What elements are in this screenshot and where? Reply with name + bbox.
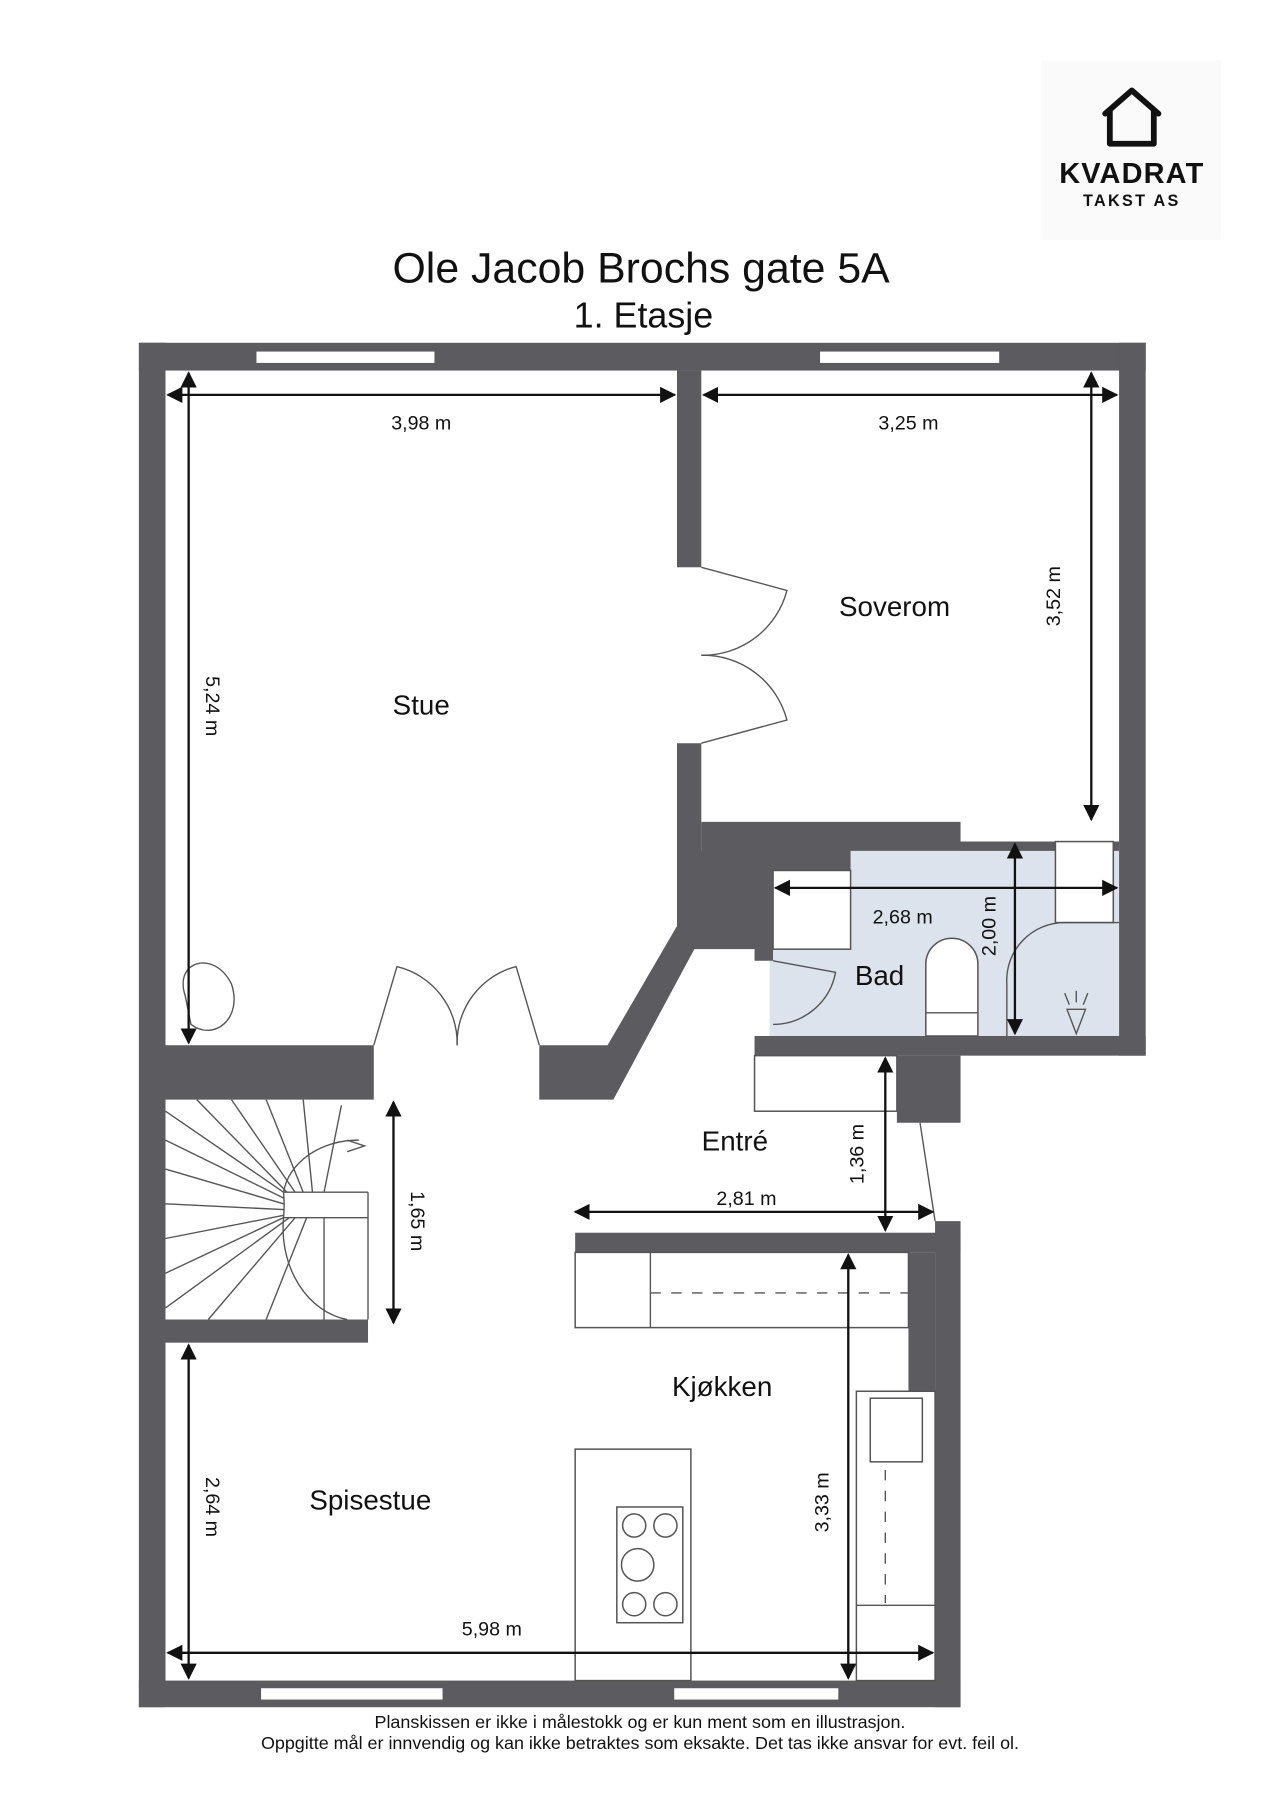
house-outline-icon [1102,87,1162,147]
shower-head-icon [1064,990,1089,1036]
dim-bad-depth: 2,00 m [978,896,1000,956]
dim-stue-width: 3,98 m [391,413,451,435]
kitchen-sink [869,1397,924,1463]
room-labels: Stue Soverom Bad Entré Kjøkken Spisestue [309,591,950,1515]
logo-name: KVADRAT [1059,158,1204,190]
logo-tagline: TAKST AS [1083,192,1181,210]
walls [138,342,1146,1708]
dim-stue-depth: 5,24 m [201,676,223,736]
room-soverom: Soverom [839,591,950,622]
toilet [925,937,979,1037]
dim-kjokken-depth: 3,33 m [812,1472,834,1532]
dim-entre-depth: 1,36 m [846,1124,868,1184]
dim-spisestue-depth: 2,64 m [201,1477,223,1537]
company-logo: KVADRAT TAKST AS [1041,60,1221,240]
staircase [165,1099,369,1321]
room-kjokken: Kjøkken [672,1371,772,1402]
dimension-lines [166,371,1119,1680]
dim-stair-length: 1,65 m [406,1191,428,1251]
dim-bad-width: 2,68 m [873,907,933,929]
sink [1054,840,1115,924]
room-spisestue: Spisestue [309,1484,431,1515]
closet [753,1054,898,1112]
page-title: Ole Jacob Brochs gate 5A [393,245,891,293]
floor-subtitle: 1. Etasje [574,296,714,336]
room-bad: Bad [855,960,904,991]
dimension-labels: 3,98 m 3,25 m 3,52 m 5,24 m 2,68 m 2,00 … [201,413,1065,1641]
dim-soverom-width: 3,25 m [878,413,938,435]
room-entre: Entré [702,1126,768,1157]
disclaimer-line-1: Planskissen er ikke i målestokk og er ku… [375,1712,906,1732]
plant-icon [182,962,235,1031]
washer-box [772,869,852,950]
room-stue: Stue [393,689,450,720]
disclaimer-line-2: Oppgitte mål er innvendig og kan ikke be… [261,1733,1019,1753]
windows [255,350,1001,1701]
dim-entre-width: 2,81 m [716,1188,776,1210]
dim-soverom-depth: 3,52 m [1043,566,1065,626]
dim-spisestue-width: 5,98 m [462,1618,522,1640]
kitchen-fixtures [574,1251,936,1682]
